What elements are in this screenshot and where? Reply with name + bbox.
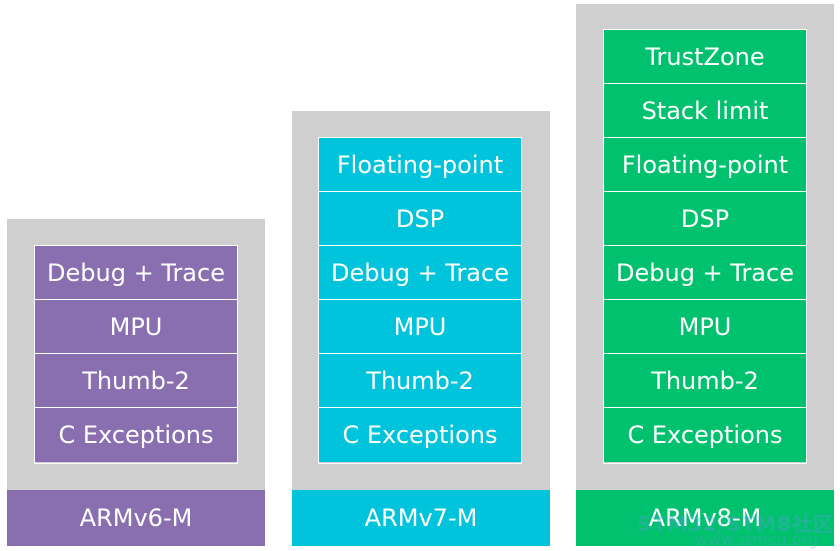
feature-block-trustzone: TrustZone — [604, 30, 806, 84]
architecture-label-armv7m: ARMv7-M — [292, 490, 550, 546]
feature-block-debug-trace: Debug + Trace — [604, 246, 806, 300]
feature-block-floating-point: Floating-point — [604, 138, 806, 192]
feature-block-mpu: MPU — [319, 300, 521, 354]
architecture-label-armv6m: ARMv6-M — [7, 490, 265, 546]
watermark-url: www.stmcu.org — [694, 530, 818, 549]
column-armv8m-stack: TrustZone Stack limit Floating-point DSP… — [603, 29, 807, 464]
feature-block-c-exceptions: C Exceptions — [604, 408, 806, 462]
feature-block-thumb2: Thumb-2 — [604, 354, 806, 408]
feature-block-debug-trace: Debug + Trace — [319, 246, 521, 300]
feature-block-c-exceptions: C Exceptions — [319, 408, 521, 462]
feature-block-mpu: MPU — [35, 300, 237, 354]
architecture-label-armv8m: ARMv8-M — [576, 490, 834, 546]
feature-block-debug-trace: Debug + Trace — [35, 246, 237, 300]
feature-block-thumb2: Thumb-2 — [319, 354, 521, 408]
feature-block-thumb2: Thumb-2 — [35, 354, 237, 408]
feature-block-stack-limit: Stack limit — [604, 84, 806, 138]
feature-block-dsp: DSP — [604, 192, 806, 246]
feature-block-dsp: DSP — [319, 192, 521, 246]
feature-block-mpu: MPU — [604, 300, 806, 354]
watermark-text: STM32/STM8社区 — [637, 512, 834, 536]
column-armv7m-stack: Floating-point DSP Debug + Trace MPU Thu… — [318, 137, 522, 464]
feature-block-c-exceptions: C Exceptions — [35, 408, 237, 462]
feature-block-floating-point: Floating-point — [319, 138, 521, 192]
column-armv6m-stack: Debug + Trace MPU Thumb-2 C Exceptions — [34, 245, 238, 464]
